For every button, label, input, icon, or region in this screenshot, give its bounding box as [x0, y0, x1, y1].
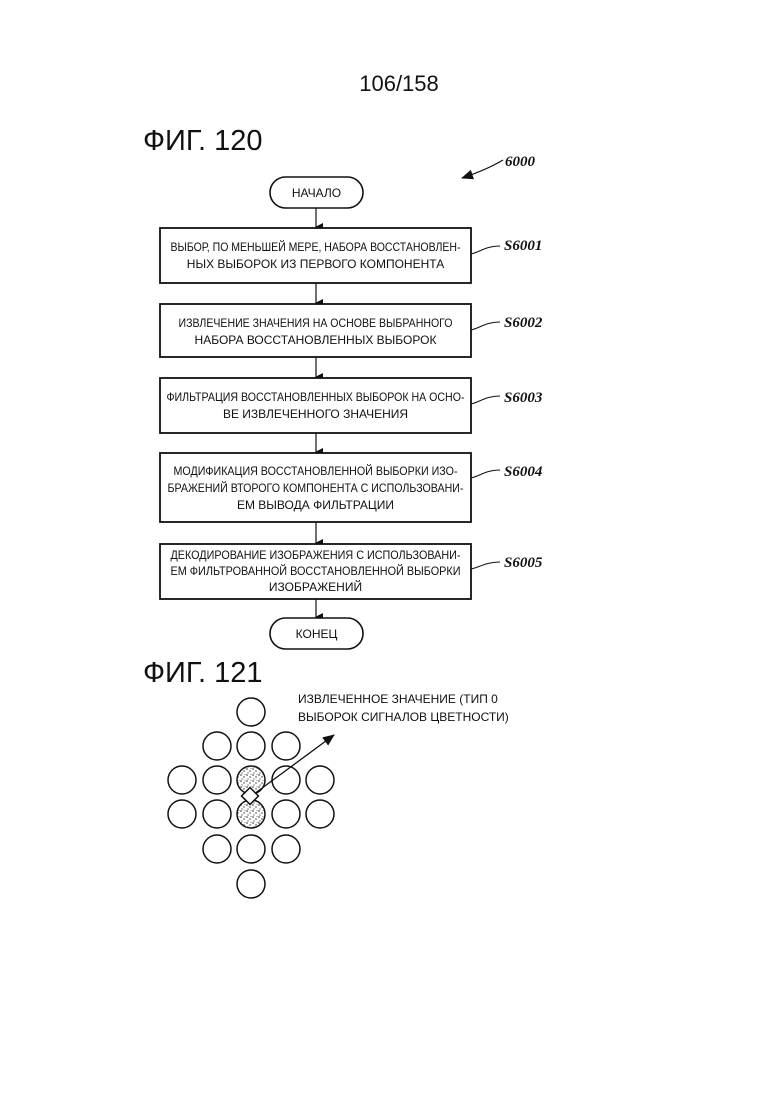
sample-circle — [306, 800, 334, 828]
step-s6001-line-2: НЫХ ВЫБОРОК ИЗ ПЕРВОГО КОМПОНЕНТА — [187, 257, 444, 271]
step-label-s6004: S6004 — [504, 464, 543, 480]
leader-s6003 — [471, 396, 500, 404]
annotation-line-1: ИЗВЛЕЧЕННОЕ ЗНАЧЕНИЕ (ТИП 0 — [298, 692, 498, 706]
sample-circle — [203, 835, 231, 863]
sample-circle — [306, 766, 334, 794]
reference-numeral: 6000 — [505, 154, 536, 170]
sample-circle — [203, 800, 231, 828]
end-label: КОНЕЦ — [296, 627, 338, 641]
step-label-s6002: S6002 — [504, 315, 543, 331]
end-terminal: КОНЕЦ — [270, 618, 363, 649]
sample-circle — [272, 800, 300, 828]
sample-circle — [168, 800, 196, 828]
sample-circle — [237, 732, 265, 760]
sample-circle — [203, 766, 231, 794]
start-label: НАЧАЛО — [292, 186, 341, 200]
sample-circle — [203, 732, 231, 760]
step-box-s6004: МОДИФИКАЦИЯ ВОССТАНОВЛЕННОЙ ВЫБОРКИ ИЗО-… — [160, 453, 471, 522]
annotation-line-2: ВЫБОРОК СИГНАЛОВ ЦВЕТНОСТИ) — [298, 710, 509, 724]
page-number: 106/158 — [359, 71, 439, 96]
step-box-s6001: ВЫБОР, ПО МЕНЬШЕЙ МЕРЕ, НАБОРА ВОССТАНОВ… — [160, 228, 471, 283]
fig-121-title: ФИГ. 121 — [143, 657, 263, 689]
fig-120-title: ФИГ. 120 — [143, 125, 263, 157]
leader-s6002 — [471, 322, 500, 330]
leader-s6001 — [471, 246, 500, 254]
step-box-s6002: ИЗВЛЕЧЕНИЕ ЗНАЧЕНИЯ НА ОСНОВЕ ВЫБРАННОГО… — [160, 304, 471, 357]
step-box-s6005: ДЕКОДИРОВАНИЕ ИЗОБРАЖЕНИЯ С ИСПОЛЬЗОВАНИ… — [160, 544, 471, 599]
sample-circle — [237, 870, 265, 898]
sample-circle — [272, 732, 300, 760]
step-s6004-line-2: БРАЖЕНИЙ ВТОРОГО КОМПОНЕНТА С ИСПОЛЬЗОВА… — [168, 480, 464, 495]
sample-circle — [237, 835, 265, 863]
leader-s6004 — [471, 470, 500, 478]
step-s6002-line-2: НАБОРА ВОССТАНОВЛЕННЫХ ВЫБОРОК — [195, 333, 437, 347]
reference-arrow — [462, 160, 503, 178]
leader-s6005 — [471, 562, 500, 569]
step-s6001-line-1: ВЫБОР, ПО МЕНЬШЕЙ МЕРЕ, НАБОРА ВОССТАНОВ… — [171, 239, 461, 254]
step-label-s6005: S6005 — [504, 555, 543, 571]
step-s6004-line-3: ЕМ ВЫВОДА ФИЛЬТРАЦИИ — [237, 498, 394, 512]
step-box-s6003: ФИЛЬТРАЦИЯ ВОССТАНОВЛЕННЫХ ВЫБОРОК НА ОС… — [160, 378, 471, 433]
step-s6004-line-1: МОДИФИКАЦИЯ ВОССТАНОВЛЕННОЙ ВЫБОРКИ ИЗО- — [174, 463, 458, 478]
step-label-s6001: S6001 — [504, 238, 542, 254]
sample-circle — [168, 766, 196, 794]
step-s6005-line-3: ИЗОБРАЖЕНИЙ — [269, 579, 362, 594]
start-terminal: НАЧАЛО — [270, 177, 363, 208]
step-s6003-line-1: ФИЛЬТРАЦИЯ ВОССТАНОВЛЕННЫХ ВЫБОРОК НА ОС… — [167, 390, 465, 404]
step-s6002-line-1: ИЗВЛЕЧЕНИЕ ЗНАЧЕНИЯ НА ОСНОВЕ ВЫБРАННОГО — [179, 316, 453, 330]
sample-circle — [237, 698, 265, 726]
sample-circle — [272, 835, 300, 863]
step-label-s6003: S6003 — [504, 390, 543, 406]
step-s6005-line-2: ЕМ ФИЛЬТРОВАННОЙ ВОССТАНОВЛЕННОЙ ВЫБОРКИ — [171, 563, 461, 578]
step-s6003-line-2: ВЕ ИЗВЛЕЧЕННОГО ЗНАЧЕНИЯ — [223, 407, 408, 421]
step-s6005-line-1: ДЕКОДИРОВАНИЕ ИЗОБРАЖЕНИЯ С ИСПОЛЬЗОВАНИ… — [171, 548, 461, 562]
